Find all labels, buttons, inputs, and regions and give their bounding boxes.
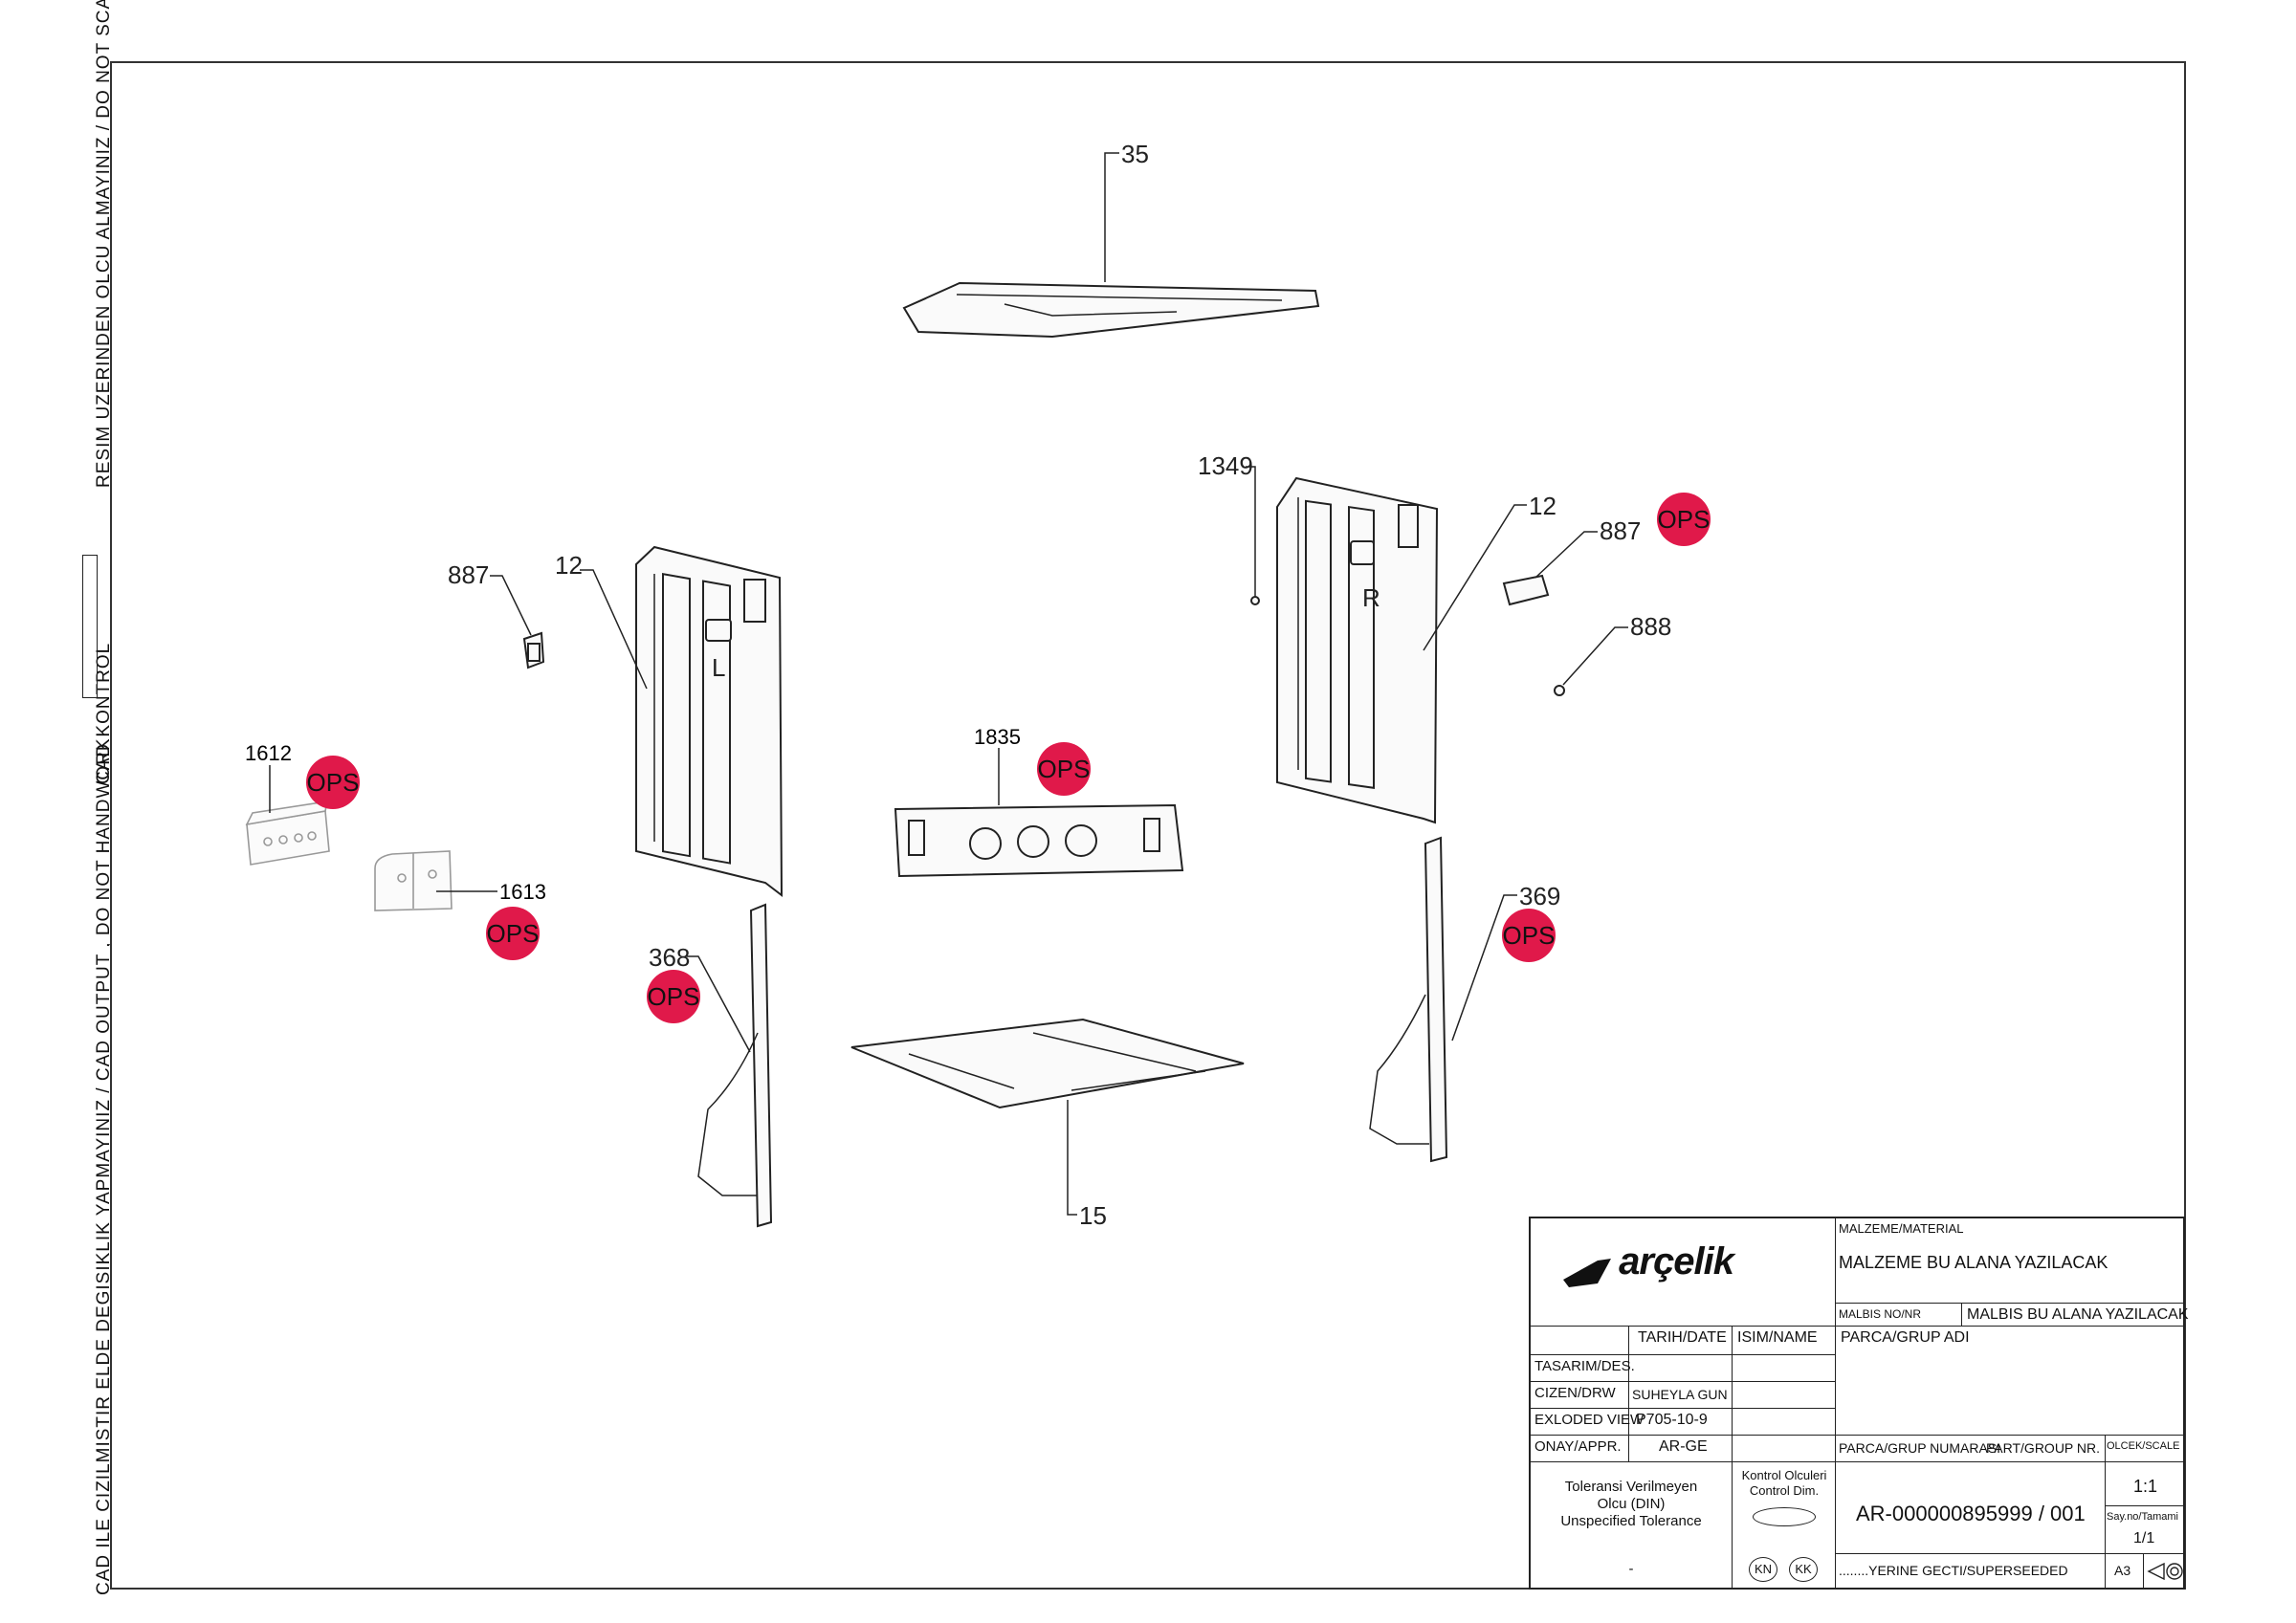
part-887-right-clip: 887 xyxy=(1502,516,1641,606)
svg-text:OPS: OPS xyxy=(648,982,700,1011)
name-header: ISIM/NAME xyxy=(1737,1329,1818,1346)
part-1612-bracket: 1612 xyxy=(245,741,330,866)
tolerance-en: Unspecified Tolerance xyxy=(1560,1513,1702,1529)
control-en: Control Dim. xyxy=(1749,1484,1820,1498)
ops-badge-1835: OPS xyxy=(1037,742,1091,796)
row-approval-label: ONAY/APPR. xyxy=(1534,1438,1622,1455)
part-name-label: PARCA/GRUP ADI xyxy=(1841,1329,1970,1346)
ops-badge-887-right: OPS xyxy=(1657,493,1711,546)
callout-888: 888 xyxy=(1630,612,1671,641)
date-header: TARIH/DATE xyxy=(1638,1329,1727,1346)
part-35-top-panel: 35 xyxy=(902,140,1320,339)
callout-1612: 1612 xyxy=(245,741,292,765)
kk-mark: KK xyxy=(1789,1557,1818,1582)
svg-text:OPS: OPS xyxy=(487,919,540,948)
part-369-right-rail: 369 xyxy=(1369,836,1560,1163)
scale-label: OLCEK/SCALE xyxy=(2107,1440,2180,1452)
control-oval xyxy=(1753,1507,1816,1526)
part-1835-control-panel: 1835 xyxy=(894,725,1184,878)
row-drawn-name: SUHEYLA GUN xyxy=(1632,1387,1728,1402)
malbis-value: MALBIS BU ALANA YAZILACAK xyxy=(1967,1306,2189,1323)
material-value: MALZEME BU ALANA YAZILACAK xyxy=(1839,1253,2108,1272)
cad-kontrol-box xyxy=(82,555,98,698)
callout-369: 369 xyxy=(1519,882,1560,910)
callout-12-right: 12 xyxy=(1529,492,1556,520)
row-view-code: P705-10-9 xyxy=(1636,1412,1708,1428)
part-12-left-side-panel: L 12 xyxy=(555,545,784,898)
material-header: MALZEME/MATERIAL xyxy=(1839,1222,1964,1236)
row-approval-name: AR-GE xyxy=(1659,1438,1708,1455)
tolerance-dash: - xyxy=(1628,1561,1634,1577)
projection-symbol-icon xyxy=(2147,1562,2183,1581)
drawing-frame xyxy=(110,61,2186,1590)
part-15-bottom-panel: 15 xyxy=(850,1018,1245,1230)
part-no-label: PARCA/GRUP NUMARASI xyxy=(1839,1440,2001,1456)
ops-badge-369: OPS xyxy=(1502,909,1556,962)
part-no-label-en: PART/GROUP NR. xyxy=(1986,1440,2101,1456)
callout-35: 35 xyxy=(1121,140,1149,168)
part-887-left-clip: 887 xyxy=(448,560,545,669)
kn-mark: KN xyxy=(1749,1557,1777,1582)
svg-text:OPS: OPS xyxy=(1658,505,1711,534)
callout-368: 368 xyxy=(649,943,690,972)
title-block: arçelik MALZEME/MATERIAL MALZEME BU ALAN… xyxy=(1529,1217,2189,1590)
ops-badge-368: OPS xyxy=(647,970,700,1023)
callout-12-left: 12 xyxy=(555,551,583,580)
part-368-left-rail: 368 xyxy=(649,903,773,1228)
brand-logo: arçelik xyxy=(1559,1239,1808,1306)
ops-badges: OPS OPS OPS OPS OPS OPS xyxy=(306,493,1711,1023)
part-no-value: AR-000000895999 / 001 xyxy=(1856,1502,2086,1525)
arcelik-logo-icon xyxy=(1563,1259,1611,1288)
svg-text:OPS: OPS xyxy=(1038,755,1091,783)
part-888-screw: 888 xyxy=(1554,612,1671,696)
callout-15: 15 xyxy=(1079,1201,1107,1230)
svg-text:OPS: OPS xyxy=(1503,921,1556,950)
part-12-right-side-panel: R 12 xyxy=(1276,476,1556,824)
sheet-label: Say.no/Tamami xyxy=(2107,1511,2178,1523)
part-12-right-mark: R xyxy=(1362,583,1380,612)
tolerance-din: Olcu (DIN) xyxy=(1597,1496,1666,1512)
superseded-label: ........YERINE GECTI/SUPERSEEDED xyxy=(1839,1563,2068,1578)
malbis-label: MALBIS NO/NR xyxy=(1839,1308,1922,1321)
callout-887-left: 887 xyxy=(448,560,489,589)
ops-badge-1613: OPS xyxy=(486,907,540,960)
ops-badge-1612: OPS xyxy=(306,756,360,809)
callout-1349: 1349 xyxy=(1198,451,1253,480)
callout-887-right: 887 xyxy=(1600,516,1641,545)
control-tr: Kontrol Olculeri xyxy=(1741,1469,1827,1482)
control-marks: KN KK xyxy=(1749,1557,1829,1582)
callout-1613: 1613 xyxy=(499,880,546,904)
part-12-left-mark: L xyxy=(712,653,725,682)
row-design-label: TASARIM/DES. xyxy=(1534,1358,1635,1374)
scale-value: 1:1 xyxy=(2133,1477,2158,1496)
row-view-label: EXLODED VIEW xyxy=(1534,1412,1645,1428)
callout-1835: 1835 xyxy=(974,725,1021,749)
row-drawn-label: CIZEN/DRW xyxy=(1534,1385,1616,1401)
svg-text:OPS: OPS xyxy=(307,768,360,797)
part-1349-screw: 1349 xyxy=(1198,451,1260,605)
tolerance-tr: Toleransi Verilmeyen xyxy=(1564,1479,1698,1495)
sheet-value: 1/1 xyxy=(2133,1530,2155,1546)
paper-size: A3 xyxy=(2114,1563,2131,1578)
part-1613-plate: 1613 xyxy=(374,850,546,911)
